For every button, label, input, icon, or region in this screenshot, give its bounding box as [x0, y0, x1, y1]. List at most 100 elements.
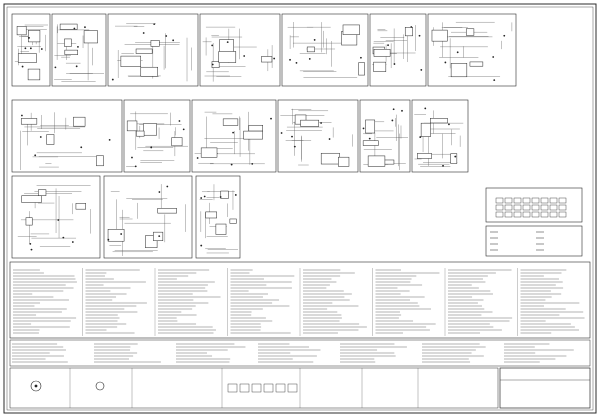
panel-frame [107, 13, 199, 87]
terminal-dot [219, 196, 222, 198]
connector-pin [495, 204, 504, 211]
circuit-panel [11, 13, 51, 87]
component-box [96, 155, 104, 167]
terminal-dot [420, 69, 423, 71]
panel-frame [427, 13, 517, 87]
terminal-dot [172, 39, 175, 42]
circuit-panel [195, 175, 241, 259]
component-box [300, 119, 320, 127]
terminal-dot [166, 185, 169, 188]
component-box [417, 153, 432, 159]
component-box [465, 28, 475, 36]
component-box [140, 66, 158, 77]
component-box [365, 119, 376, 134]
panel-frame [369, 13, 427, 87]
terminal-dot [392, 108, 395, 111]
component-box [27, 68, 41, 81]
panel-frame [281, 13, 369, 87]
wire-key-layer [9, 367, 499, 409]
terminal-dot [211, 63, 214, 66]
ground-symbol [30, 380, 42, 392]
wire-color-swatch [287, 383, 298, 393]
component-box [171, 137, 183, 147]
component-box [261, 56, 273, 63]
connector-pin [558, 197, 567, 204]
circuit-panel [123, 99, 191, 173]
terminal-dot [211, 44, 214, 47]
circuit-panel [199, 13, 281, 87]
circuit-panel [51, 13, 107, 87]
circuit-panel [427, 13, 517, 87]
component-box [220, 190, 229, 199]
circuit-panel [359, 99, 411, 173]
component-box [215, 223, 227, 235]
terminal-dot [200, 197, 203, 199]
component-box [25, 217, 33, 226]
terminal-dot [273, 57, 276, 60]
terminal-dot [368, 137, 371, 140]
connector-pin [495, 211, 504, 218]
connector-pin [549, 211, 558, 218]
component-box [362, 140, 379, 146]
terminal-dot [493, 79, 496, 81]
connector-pin [540, 204, 549, 211]
terminal-dot [401, 109, 403, 112]
legend-frame [485, 187, 583, 223]
component-box [83, 30, 98, 44]
terminal-dot [313, 39, 316, 41]
component-box [373, 48, 391, 57]
component-box [320, 152, 340, 165]
component-box [143, 123, 157, 136]
component-table-layer [9, 261, 591, 367]
connector-pin [495, 197, 504, 204]
component-box [358, 62, 365, 76]
terminal-dot [393, 63, 396, 65]
connector-pin [531, 197, 540, 204]
terminal-dot [418, 34, 421, 37]
panels-layer [11, 13, 517, 259]
panel-frame [199, 13, 281, 87]
component-box [450, 63, 468, 78]
terminal-dot [328, 138, 331, 140]
connector-pin [531, 204, 540, 211]
component-box [342, 24, 360, 35]
component-box [404, 27, 413, 37]
component-box [338, 156, 350, 167]
terminal-dot [39, 136, 42, 138]
panel-frame [411, 99, 469, 173]
circuit-panel [281, 13, 369, 87]
terminal-dot [243, 55, 246, 57]
terminal-dot [71, 241, 74, 243]
connector-pin [513, 211, 522, 218]
circuit-panel [411, 99, 469, 173]
panel-frame [359, 99, 411, 173]
title-block-frame [499, 367, 591, 409]
circuit-panel [369, 13, 427, 87]
terminal-dot [391, 119, 394, 122]
sheet-border [3, 3, 597, 414]
connector-pin [504, 204, 513, 211]
terminal-dot [280, 132, 283, 134]
component-box [430, 118, 448, 124]
connector-pin [504, 211, 513, 218]
terminal-dot [293, 145, 296, 148]
wire-color-swatch [275, 383, 286, 393]
terminal-dot [196, 157, 199, 159]
connector-pin [558, 211, 567, 218]
connector-pin [540, 197, 549, 204]
wire-color-swatch [251, 383, 262, 393]
terminal-dot [456, 51, 459, 54]
component-box [145, 235, 158, 248]
terminal-dot [21, 114, 23, 117]
panel-frame [11, 13, 51, 87]
component-table-frame [9, 261, 591, 339]
terminal-dot [360, 56, 362, 59]
component-box [431, 29, 448, 42]
component-box [200, 147, 218, 158]
panel-frame [103, 175, 193, 259]
terminal-dot [28, 36, 30, 39]
terminal-dot [387, 44, 389, 47]
component-box [20, 118, 38, 125]
terminal-dot [21, 65, 24, 68]
